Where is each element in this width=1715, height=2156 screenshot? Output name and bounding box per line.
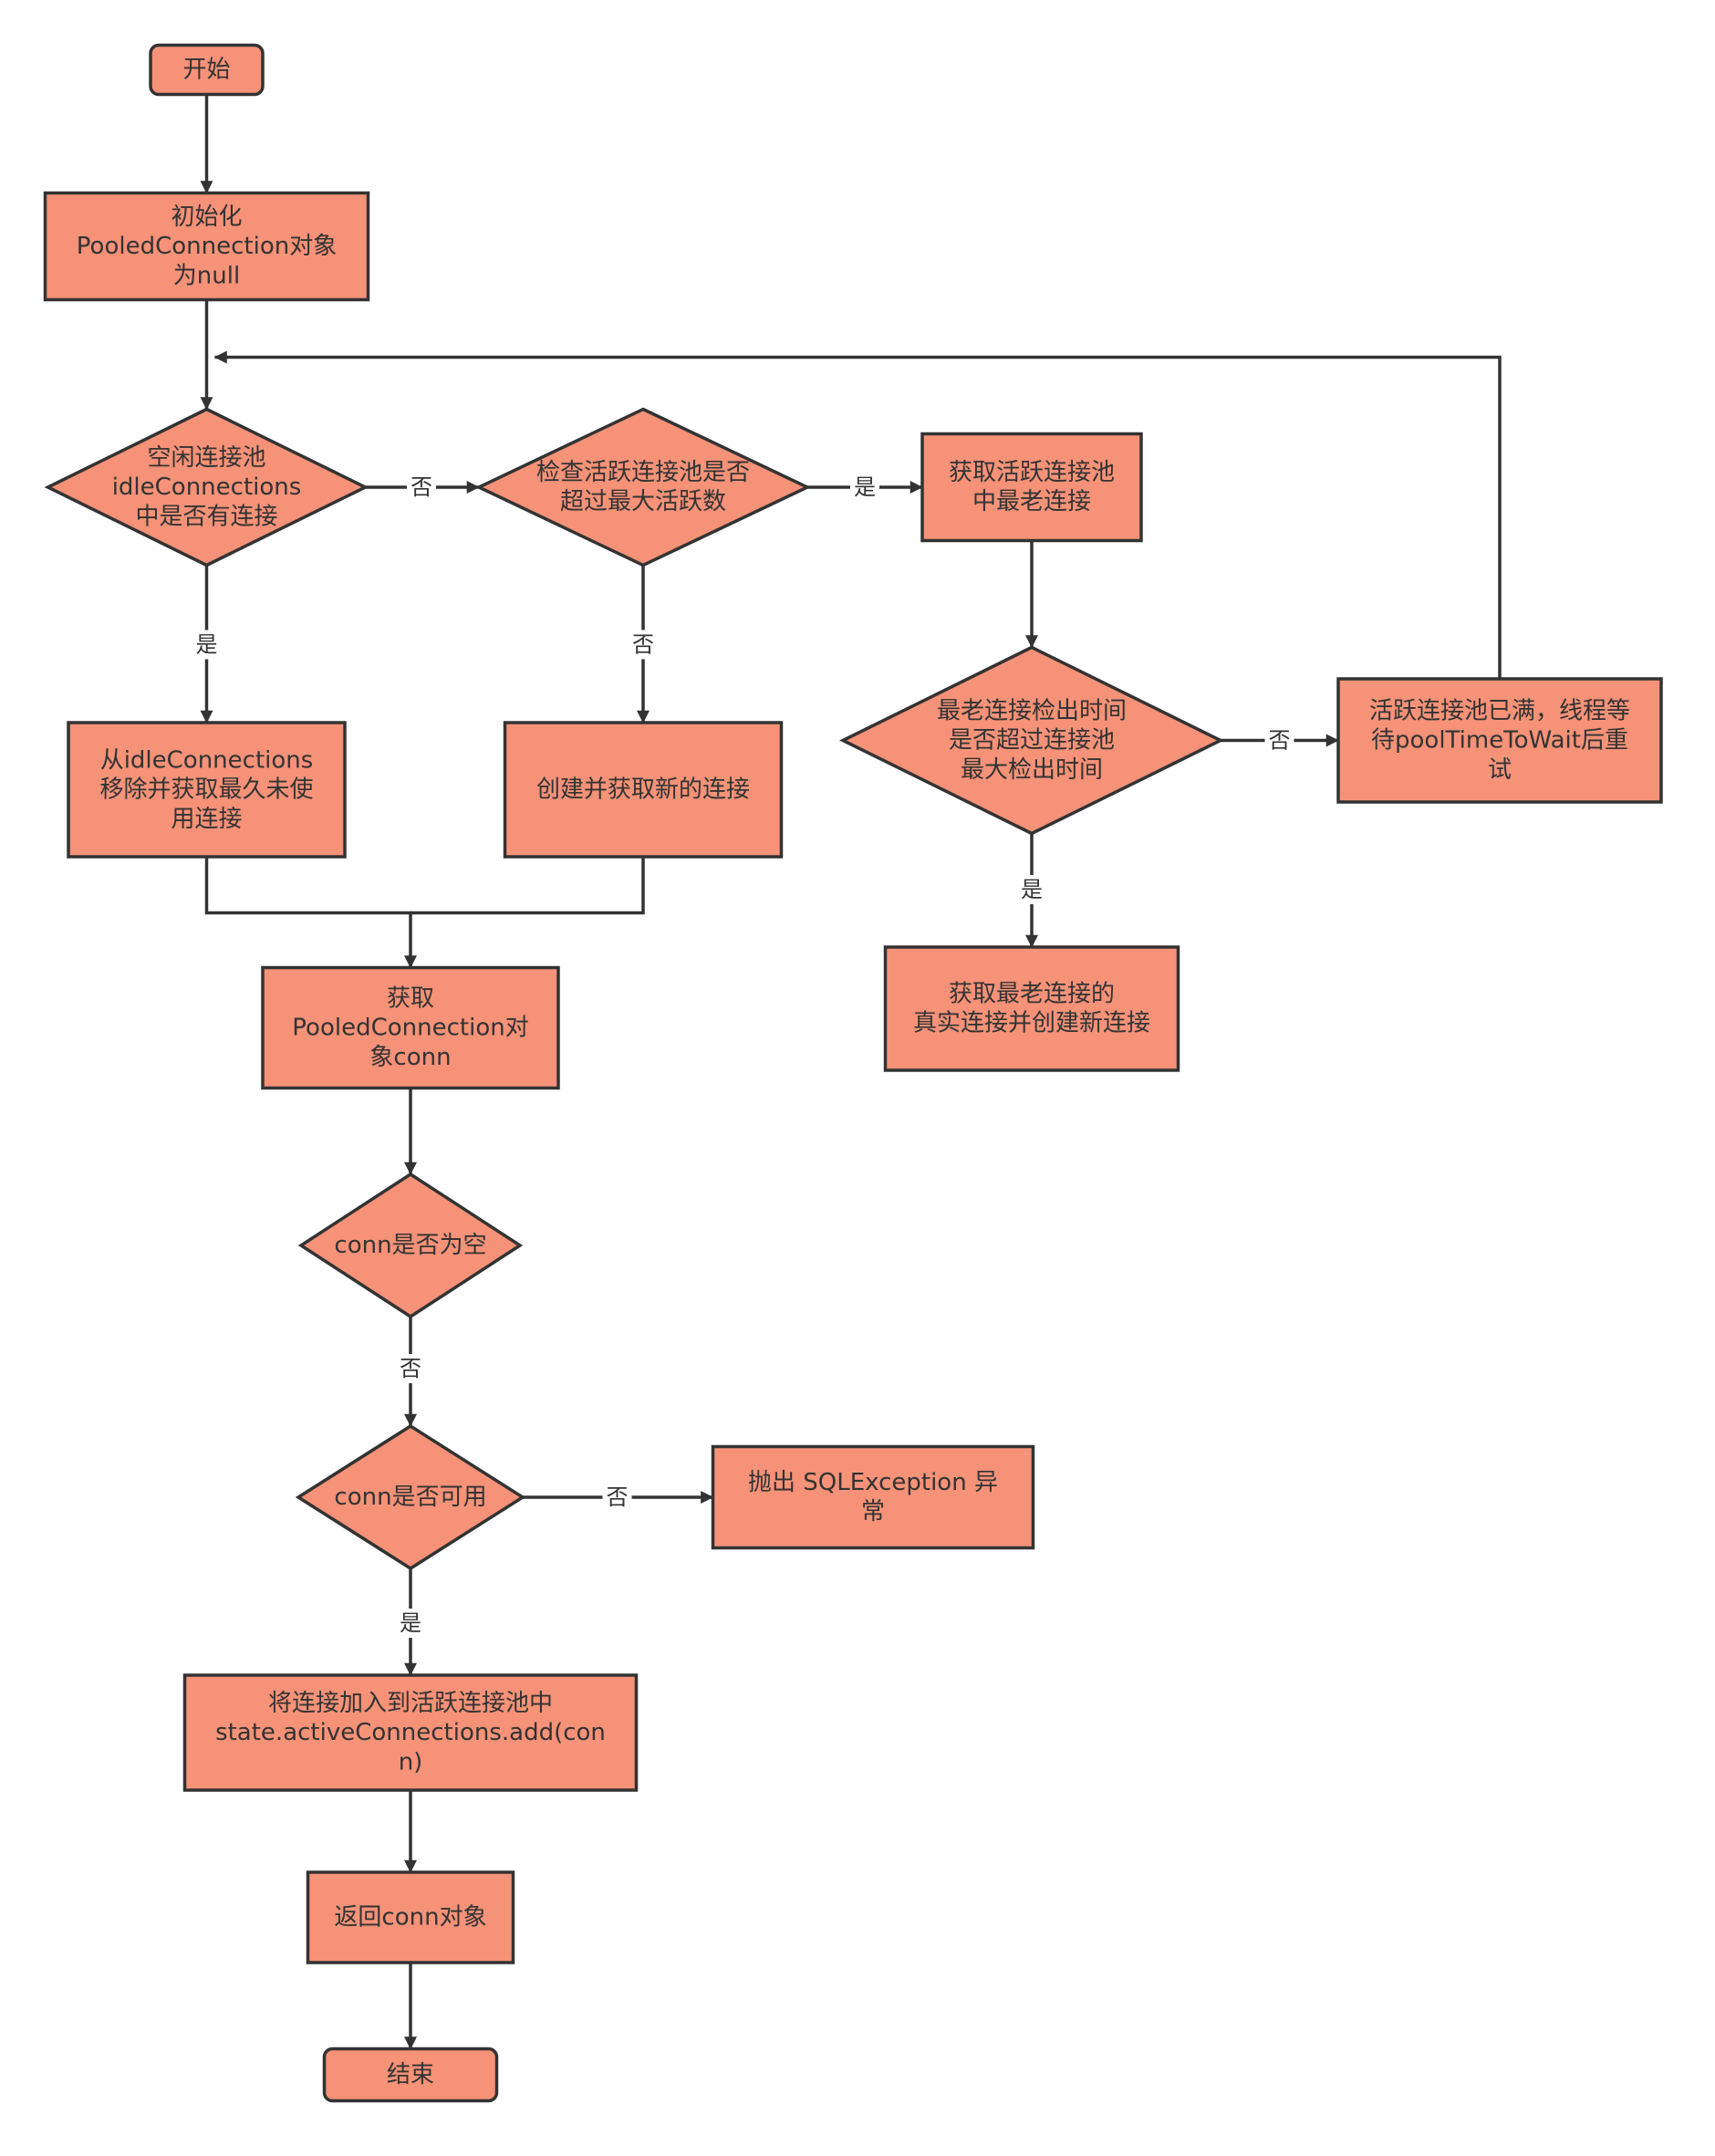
edge-label: 是 bbox=[1021, 877, 1043, 902]
node-text-line: 超过最大活跃数 bbox=[560, 488, 726, 516]
edge-label: 否 bbox=[607, 1484, 629, 1510]
node-text-line: 最大检出时间 bbox=[961, 756, 1103, 784]
decision-diamond bbox=[44, 407, 369, 568]
node-text-line: 检查活跃连接池是否 bbox=[536, 459, 750, 486]
edge-label: 否 bbox=[632, 632, 654, 658]
node-text-line: 象conn bbox=[369, 1044, 451, 1071]
process-box bbox=[711, 1444, 1035, 1550]
node-valid-check: conn是否可用 bbox=[295, 1423, 526, 1571]
node-return-conn: 返回conn对象 bbox=[306, 1870, 515, 1964]
process-box bbox=[182, 1673, 639, 1792]
edge-label-bg bbox=[407, 473, 436, 502]
node-text-line: 中最老连接 bbox=[972, 488, 1091, 516]
node-create-new: 创建并获取新的连接 bbox=[503, 721, 784, 859]
edge-label: 是 bbox=[196, 632, 218, 658]
node-add-active: 将连接加入到活跃连接池中state.activeConnections.add(… bbox=[182, 1673, 639, 1792]
node-text-line: 是否超过连接池 bbox=[949, 727, 1115, 755]
node-text-line: 创建并获取新的连接 bbox=[536, 776, 750, 804]
process-box bbox=[43, 191, 370, 302]
edge-label-bg bbox=[192, 630, 222, 660]
node-throw: 抛出 SQLException 异常 bbox=[711, 1444, 1035, 1550]
node-null-check: conn是否为空 bbox=[297, 1172, 524, 1319]
node-text-line: 获取活跃连接池 bbox=[949, 459, 1115, 486]
node-text-line: 抛出 SQLException 异 bbox=[748, 1469, 998, 1496]
edge-label-bg bbox=[396, 1354, 425, 1383]
node-text-line: 最老连接检出时间 bbox=[937, 697, 1127, 724]
process-box bbox=[503, 721, 784, 859]
edge-create-getconn bbox=[411, 857, 645, 915]
node-text-line: 初始化 bbox=[171, 203, 242, 231]
decision-diamond bbox=[297, 1172, 524, 1319]
process-box bbox=[306, 1870, 515, 1964]
node-start: 开始 bbox=[149, 43, 265, 97]
process-box bbox=[1336, 677, 1663, 804]
node-text-line: PooledConnection对象 bbox=[77, 233, 337, 260]
node-end: 结束 bbox=[322, 2047, 499, 2103]
edge-remove-getconn bbox=[204, 857, 417, 969]
edge-label-bg bbox=[396, 1609, 425, 1638]
edge-label: 否 bbox=[411, 474, 432, 500]
edge-label-bg bbox=[629, 630, 658, 660]
node-text-line: idleConnections bbox=[112, 474, 302, 501]
decision-diamond bbox=[839, 645, 1224, 836]
node-text-line: 获取 bbox=[387, 984, 434, 1012]
edge-label: 是 bbox=[854, 474, 876, 500]
node-text-line: 将连接加入到活跃连接池中 bbox=[268, 1690, 553, 1717]
edge-label: 否 bbox=[1269, 728, 1291, 754]
decision-diamond bbox=[474, 407, 812, 568]
node-text-line: 从idleConnections bbox=[100, 746, 314, 774]
process-box bbox=[920, 432, 1143, 543]
edge-label-bg bbox=[850, 473, 879, 502]
terminal-box bbox=[149, 43, 265, 97]
node-text-line: conn是否为空 bbox=[334, 1232, 486, 1259]
node-text-line: n) bbox=[399, 1748, 423, 1776]
node-text-line: 获取最老连接的 bbox=[949, 980, 1115, 1007]
node-text-line: 结束 bbox=[387, 2061, 434, 2088]
edge-label: 否 bbox=[400, 1356, 421, 1381]
node-text-line: 常 bbox=[861, 1498, 885, 1526]
node-text-line: state.activeConnections.add(con bbox=[215, 1719, 606, 1746]
edge-label-bg bbox=[1264, 725, 1294, 755]
process-box bbox=[883, 945, 1180, 1072]
node-text-line: 用连接 bbox=[171, 806, 242, 833]
node-text-line: 中是否有连接 bbox=[135, 503, 277, 530]
edge-label: 是 bbox=[400, 1610, 421, 1636]
edge-label-bg bbox=[1017, 875, 1046, 904]
node-text-line: 试 bbox=[1488, 756, 1512, 784]
process-box bbox=[261, 965, 560, 1090]
node-text-line: 待poolTimeToWait后重 bbox=[1371, 727, 1628, 755]
node-text-line: 真实连接并创建新连接 bbox=[913, 1010, 1150, 1037]
node-text-line: 活跃连接池已满，线程等 bbox=[1369, 697, 1630, 724]
node-text-line: conn是否可用 bbox=[334, 1484, 486, 1511]
node-text-line: 空闲连接池 bbox=[147, 444, 265, 472]
node-text-line: 为null bbox=[173, 262, 240, 289]
decision-diamond bbox=[295, 1423, 526, 1571]
edge-label-bg bbox=[602, 1483, 632, 1512]
terminal-box bbox=[322, 2047, 499, 2103]
node-text-line: 返回conn对象 bbox=[334, 1904, 486, 1932]
node-text-line: 开始 bbox=[182, 57, 230, 84]
process-box bbox=[67, 721, 347, 859]
node-text-line: PooledConnection对 bbox=[292, 1015, 528, 1042]
edge-wait-idle bbox=[213, 350, 1502, 679]
node-text-line: 移除并获取最久未使 bbox=[99, 776, 313, 804]
